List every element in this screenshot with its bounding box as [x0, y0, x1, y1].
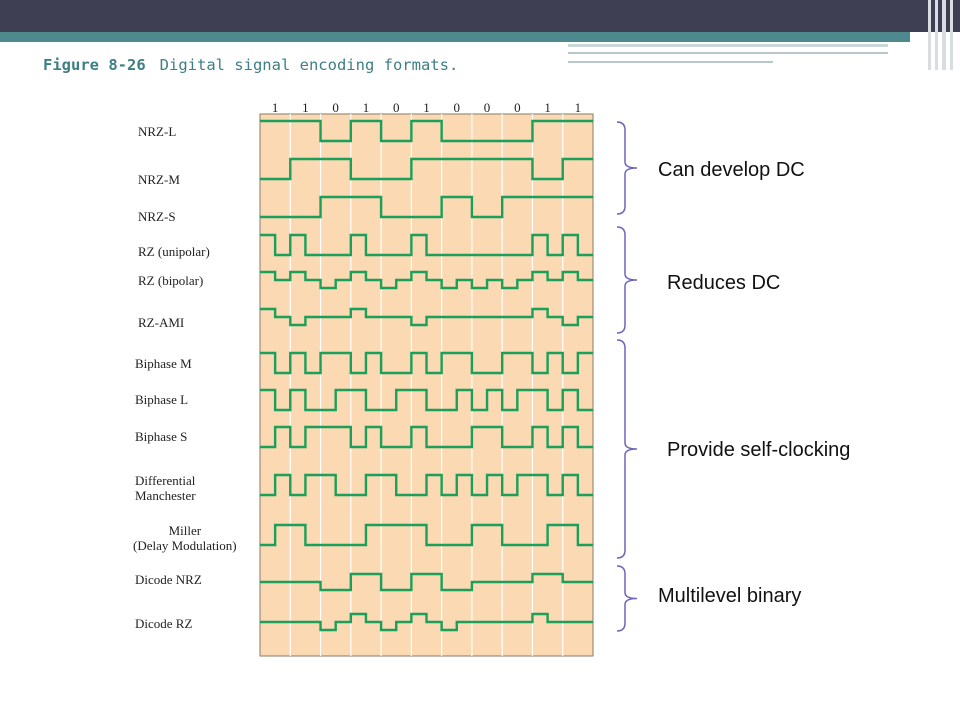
bit-value-label: 1: [423, 100, 430, 115]
row-label: NRZ-L: [138, 124, 177, 139]
header-bar: [0, 0, 960, 32]
waveform-5: [260, 307, 593, 327]
row-label: RZ-AMI: [138, 315, 185, 330]
group-note: Reduces DC: [667, 272, 781, 294]
waveform-0: [260, 119, 593, 143]
accent-rule: [568, 52, 888, 54]
waveform-7: [260, 388, 593, 412]
accent-stripe: [0, 32, 910, 42]
group-note: Multilevel binary: [658, 585, 802, 607]
row-label: RZ (unipolar): [138, 244, 210, 259]
waveform-9: [260, 473, 593, 497]
row-label: Biphase S: [135, 429, 188, 444]
bit-value-label: 1: [302, 100, 309, 115]
waveform-4: [260, 270, 593, 290]
waveform-10: [260, 523, 593, 547]
accent-rule: [568, 44, 888, 47]
group-brace: [616, 339, 638, 559]
bit-value-label: 0: [514, 100, 521, 115]
figure-title: Figure 8-26 Digital signal encoding forma…: [43, 56, 458, 74]
waveform-1: [260, 157, 593, 181]
group-brace: [616, 226, 638, 334]
waveform-2: [260, 195, 593, 219]
waveform-3: [260, 233, 593, 257]
row-label: NRZ-S: [138, 209, 176, 224]
waveform-6: [260, 351, 593, 375]
group-brace: [616, 121, 638, 215]
row-label: Biphase M: [135, 356, 192, 371]
waveform-11: [260, 572, 593, 592]
diagram-panel: [259, 113, 594, 657]
bit-value-label: 0: [393, 100, 400, 115]
row-label: Miller(Delay Modulation): [133, 523, 237, 553]
decorative-strip: [926, 0, 960, 70]
group-note: Provide self-clocking: [667, 439, 851, 461]
waveform-8: [260, 425, 593, 449]
row-label: Dicode NRZ: [135, 572, 202, 587]
figure-number: Figure 8-26: [43, 56, 146, 74]
figure-caption: Digital signal encoding formats.: [159, 56, 459, 74]
row-label: NRZ-M: [138, 172, 180, 187]
bit-value-label: 1: [272, 100, 279, 115]
bit-value-label: 0: [484, 100, 491, 115]
bit-value-label: 1: [363, 100, 370, 115]
bit-value-label: 0: [332, 100, 339, 115]
row-label: RZ (bipolar): [138, 273, 204, 288]
bit-value-label: 0: [454, 100, 461, 115]
row-label: Biphase L: [135, 392, 189, 407]
group-brace: [616, 565, 638, 632]
row-label: Dicode RZ: [135, 616, 193, 631]
waveform-12: [260, 612, 593, 632]
bit-value-label: 1: [544, 100, 551, 115]
accent-rule: [568, 61, 773, 63]
group-note: Can develop DC: [658, 159, 805, 181]
bit-value-label: 1: [575, 100, 582, 115]
